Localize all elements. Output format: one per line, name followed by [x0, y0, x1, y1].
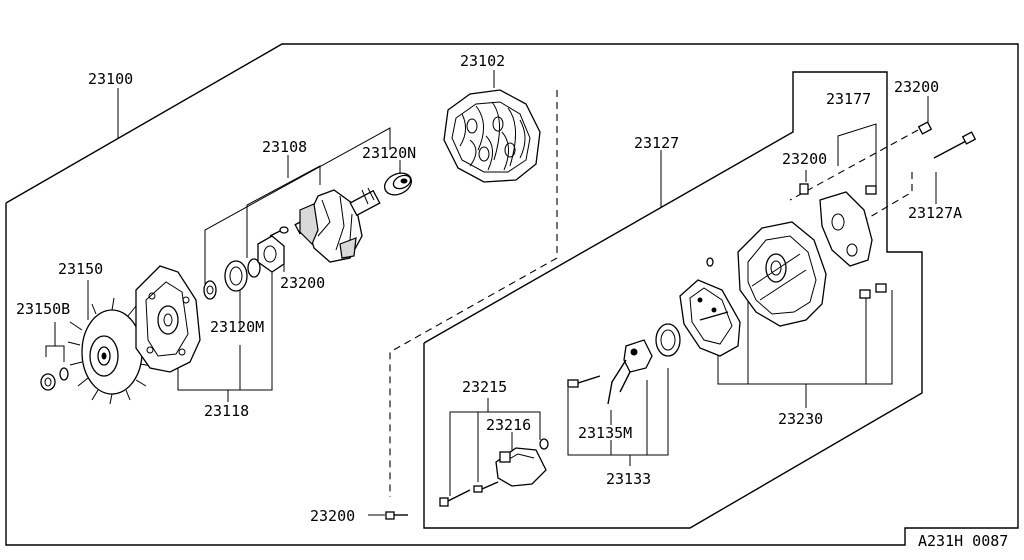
part-labels: 23100 23102 23108 23120N 23127 23177 232…	[16, 52, 1008, 550]
label-23215: 23215	[462, 378, 507, 396]
outer-frame	[5, 43, 1019, 546]
label-23133: 23133	[606, 470, 651, 488]
label-23108: 23108	[262, 138, 307, 156]
rotor	[294, 187, 381, 263]
label-23200-top: 23200	[894, 78, 939, 96]
dashed-group-line-stator	[389, 90, 558, 497]
label-23100: 23100	[88, 70, 133, 88]
label-23200-bottom: 23200	[310, 507, 355, 525]
label-23127A: 23127A	[908, 204, 962, 222]
rear-bearing	[383, 172, 413, 196]
label-23120M: 23120M	[210, 318, 264, 336]
label-23135M: 23135M	[578, 424, 632, 442]
label-23177: 23177	[826, 90, 871, 108]
pulley-fan	[67, 297, 155, 405]
label-23127: 23127	[634, 134, 679, 152]
leader-lines	[45, 70, 937, 516]
label-23200-mid: 23200	[782, 150, 827, 168]
diagram-code: A231H 0087	[918, 532, 1008, 550]
front-cover	[135, 265, 201, 373]
label-23118: 23118	[204, 402, 249, 420]
rear-end-cap	[799, 183, 887, 299]
label-23200-left: 23200	[280, 274, 325, 292]
label-23150B: 23150B	[16, 300, 70, 318]
nut-washer	[40, 367, 69, 391]
dashed-group-line-rear	[789, 129, 919, 201]
rear-assembly-frame	[423, 71, 923, 529]
label-23120N: 23120N	[362, 144, 416, 162]
label-23216: 23216	[486, 416, 531, 434]
rear-cover	[737, 221, 827, 327]
regulator	[567, 323, 681, 405]
diode-plate	[679, 257, 741, 357]
dashed-group-line-rear-2	[847, 172, 913, 231]
label-23102: 23102	[460, 52, 505, 70]
label-23150: 23150	[58, 260, 103, 278]
stator	[443, 89, 541, 183]
long-through-bolt	[917, 121, 977, 159]
label-23230: 23230	[778, 410, 823, 428]
through-bolt	[385, 511, 408, 520]
brush-holder	[439, 438, 549, 507]
front-bearing-set	[203, 226, 289, 300]
